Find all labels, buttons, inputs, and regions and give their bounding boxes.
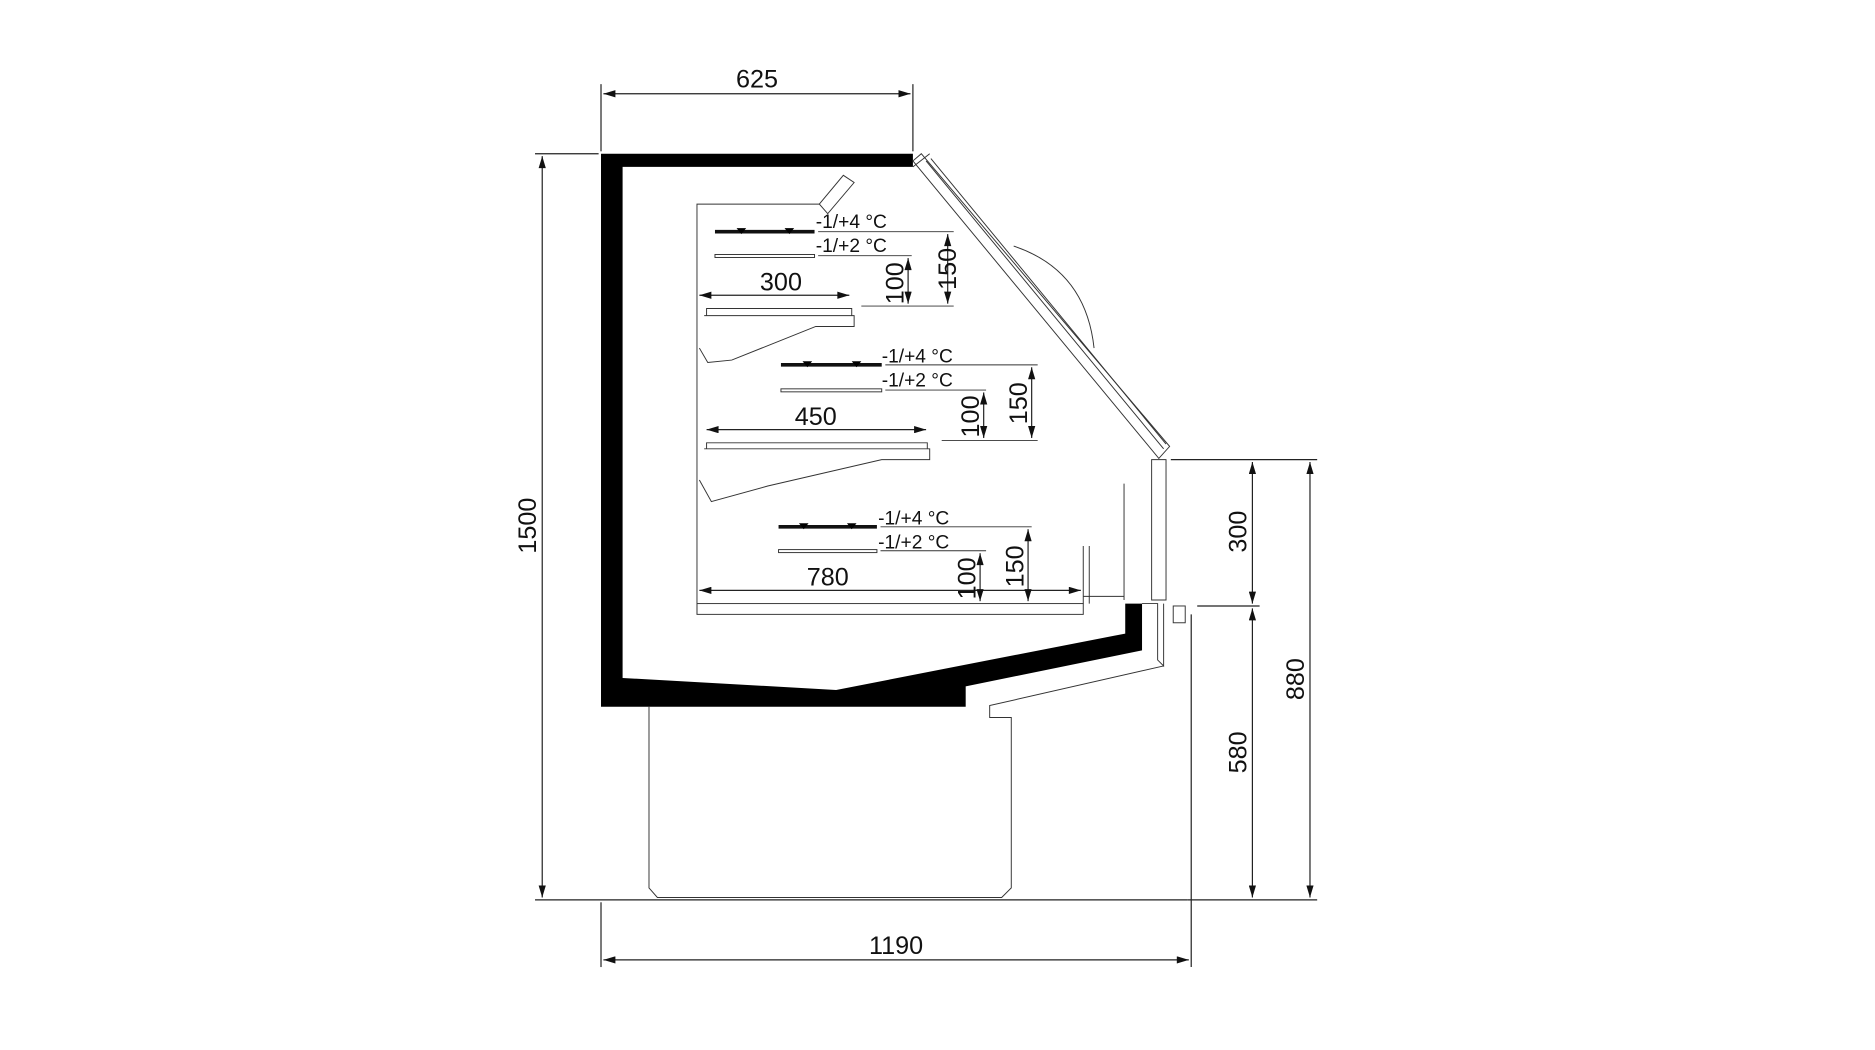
gap-label: 100 xyxy=(881,262,909,304)
case-outline xyxy=(648,153,1186,898)
shelf-level-3: -1/+4 °C -1/+2 °C 780 150 100 xyxy=(699,508,1081,602)
dimension-front: 300 580 880 xyxy=(1170,459,1318,901)
shelf-level-1: -1/+4 °C -1/+2 °C 300 150 100 xyxy=(698,212,962,363)
temp-label: -1/+2 °C xyxy=(816,236,887,257)
dimension-label: 1500 xyxy=(514,498,542,554)
gap-label: 100 xyxy=(953,557,981,599)
shelf-depth-label: 300 xyxy=(760,268,802,296)
dimension-1190: 1190 xyxy=(600,614,1192,968)
temp-label: -1/+4 °C xyxy=(882,346,953,367)
dimension-625: 625 xyxy=(600,66,914,152)
dimension-1500: 1500 xyxy=(514,153,1188,901)
shelf-depth-label: 450 xyxy=(795,403,837,431)
glass-front xyxy=(912,153,1171,460)
dimension-label: 1190 xyxy=(869,932,923,960)
temp-label: -1/+2 °C xyxy=(878,532,949,553)
shelf-depth-label: 780 xyxy=(807,564,849,592)
shelf-level-2: -1/+4 °C -1/+2 °C 450 150 100 xyxy=(698,346,1038,503)
temp-label: -1/+2 °C xyxy=(882,370,953,391)
gap-label: 150 xyxy=(1001,545,1029,587)
shelf-lower xyxy=(714,254,816,258)
temp-label: -1/+4 °C xyxy=(816,212,887,233)
dimension-label: 880 xyxy=(1282,658,1310,700)
gap-label: 100 xyxy=(957,395,985,437)
dimension-label: 580 xyxy=(1224,731,1252,773)
dimension-label: 300 xyxy=(1224,511,1252,553)
insulated-body xyxy=(601,153,1143,707)
dimension-label: 625 xyxy=(736,66,778,94)
gap-label: 150 xyxy=(934,248,962,290)
temp-label: -1/+4 °C xyxy=(878,508,949,529)
gap-label: 150 xyxy=(1005,382,1033,424)
